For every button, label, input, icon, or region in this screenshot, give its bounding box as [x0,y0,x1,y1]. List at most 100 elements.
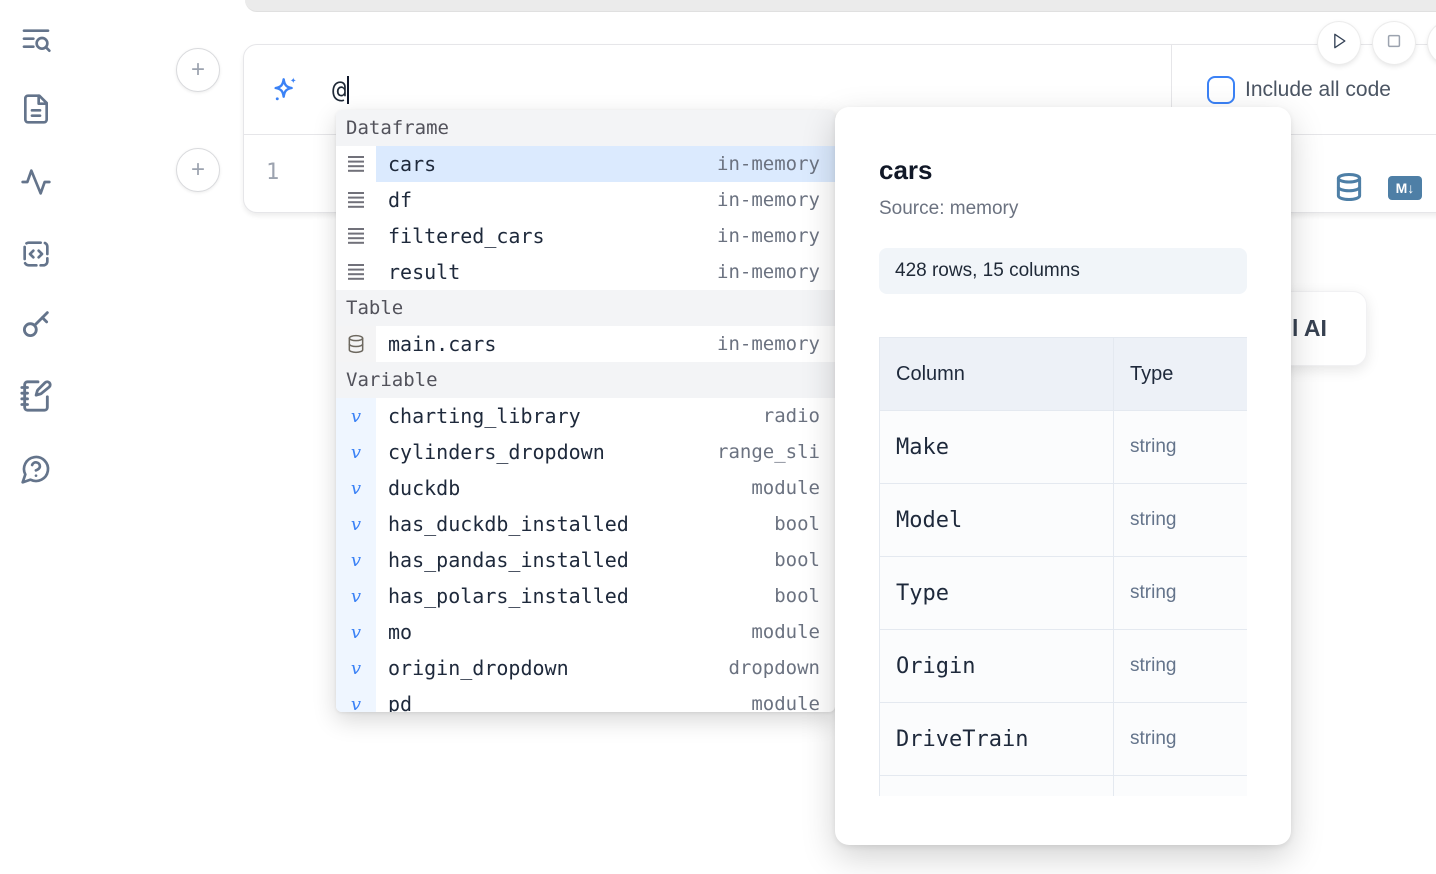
documentation-button[interactable] [18,93,54,129]
column-name [879,775,1114,796]
option-name: pd [388,692,413,712]
help-button[interactable] [18,453,54,489]
option-type: in-memory [717,261,820,283]
option-name: has_polars_installed [388,584,629,608]
option-type: bool [774,513,820,535]
option-name: result [388,260,461,284]
file-document-icon [20,93,52,130]
dataframe-icon [336,182,376,218]
variable-icon: v [336,398,376,434]
column-type: string [1113,702,1247,776]
option-name: cylinders_dropdown [388,440,605,464]
notebook-pen-icon [19,379,53,418]
option-name: df [388,188,413,212]
dataframe-preview-panel: cars Source: memory 428 rows, 15 columns… [835,107,1291,845]
scratchpad-button[interactable] [18,379,54,418]
preview-title: cars [879,155,933,185]
section-header-dataframe: Dataframe [336,110,835,146]
convert-to-sql-button[interactable] [1334,171,1364,203]
option-type: in-memory [717,225,820,247]
play-icon [1329,31,1349,56]
schema-row: Make string [879,410,1247,484]
column-name: Origin [879,629,1114,703]
option-type: range_sli [717,441,820,463]
variable-icon: v [336,614,376,650]
file-explorer-search-button[interactable] [18,24,54,60]
dataframe-icon [336,146,376,182]
column-type: string [1113,483,1247,557]
database-icon [336,326,376,362]
markdown-icon: M↓ [1395,180,1415,196]
snippets-button[interactable] [18,238,54,274]
run-cell-button[interactable] [1318,22,1360,64]
variable-icon: v [336,434,376,470]
plus-icon: + [190,156,205,183]
schema-row: Model string [879,483,1247,557]
autocomplete-option-filtered-cars[interactable]: filtered_cars in-memory [336,218,835,254]
code-snippets-icon [20,238,52,275]
section-header-table: Table [336,290,835,326]
database-icon [1334,173,1364,207]
option-name: has_pandas_installed [388,548,629,572]
stop-icon [1384,31,1404,56]
text-cursor [347,76,350,104]
schema-row-partial [879,775,1247,796]
column-type [1113,775,1247,796]
add-cell-above-button[interactable]: + [176,48,220,92]
add-cell-below-button[interactable]: + [176,148,220,192]
ai-row-divider [1171,45,1172,134]
code-editor-row[interactable]: 1 M↓ [244,136,1436,212]
variable-icon: v [336,578,376,614]
line-number: 1 [266,160,280,185]
ai-prompt-input[interactable]: @ [332,72,350,108]
option-type: radio [762,405,820,427]
option-name: main.cars [388,332,497,356]
option-type: bool [774,585,820,607]
autocomplete-option-result[interactable]: result in-memory [336,254,835,290]
column-type: string [1113,410,1247,484]
column-type: string [1113,556,1247,630]
option-type: in-memory [717,153,820,175]
stop-cell-button[interactable] [1373,22,1415,64]
preview-shape-badge: 428 rows, 15 columns [879,248,1247,294]
help-chat-icon [20,453,52,490]
key-icon [19,307,53,346]
option-type: dropdown [728,657,820,679]
column-name: Type [879,556,1114,630]
ai-sparkle-icon [269,74,301,106]
column-name: DriveTrain [879,702,1114,776]
option-type: module [751,693,820,712]
option-name: charting_library [388,404,581,428]
ai-card-label: l AI [1292,315,1327,341]
include-all-code-checkbox[interactable] [1207,76,1235,104]
variables-activity-button[interactable] [18,166,54,202]
schema-header-row: Column Type [879,337,1247,411]
option-name: mo [388,620,413,644]
column-type: string [1113,629,1247,703]
autocomplete-option-cylinders-dropdown[interactable]: v cylinders_dropdown range_sli [336,434,835,470]
secrets-button[interactable] [18,308,54,344]
activity-icon [20,166,52,203]
autocomplete-option-charting-library[interactable]: v charting_library radio [336,398,835,434]
variable-icon: v [336,542,376,578]
autocomplete-option-has-polars-installed[interactable]: v has_polars_installed bool [336,578,835,614]
preview-source: Source: memory [879,198,1019,219]
convert-to-markdown-button[interactable]: M↓ [1388,176,1422,200]
option-name: filtered_cars [388,224,545,248]
plus-icon: + [190,56,205,83]
dataframe-icon [336,254,376,290]
section-header-variable: Variable [336,362,835,398]
schema-row: Origin string [879,629,1247,703]
extra-cell-action-button[interactable] [1428,22,1436,64]
variable-icon: v [336,506,376,542]
